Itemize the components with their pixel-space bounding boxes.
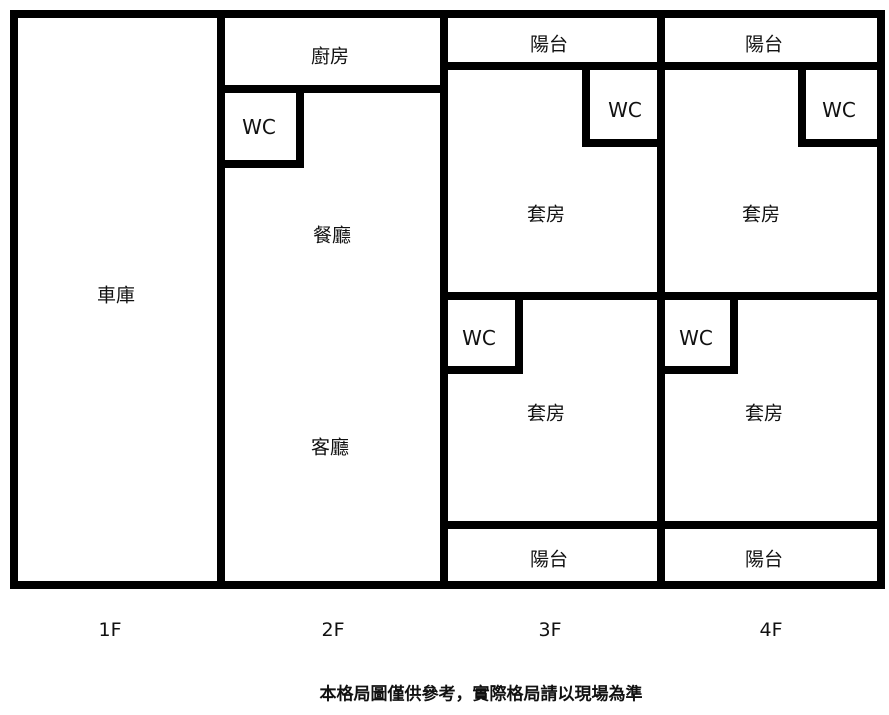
room-balcony-3f-bottom: 陽台 — [529, 548, 569, 571]
wall — [10, 10, 18, 589]
disclaimer-caption: 本格局圖僅供參考，實際格局請以現場為準 — [319, 684, 643, 705]
wall — [798, 139, 885, 147]
room-garage: 車庫 — [96, 284, 136, 307]
room-balcony-4f-bottom: 陽台 — [744, 548, 784, 571]
room-balcony-4f-top: 陽台 — [744, 33, 784, 56]
wall — [657, 366, 738, 374]
wall — [440, 292, 885, 300]
wall — [296, 85, 304, 168]
room-wc-3f-bottom: WC — [462, 326, 496, 350]
room-kitchen: 廚房 — [310, 45, 350, 68]
wall — [515, 292, 523, 374]
wall — [440, 62, 885, 70]
room-wc-4f-top: WC — [822, 98, 856, 122]
floor-label-3f: 3F — [538, 619, 562, 641]
room-living: 客廳 — [310, 436, 350, 459]
room-dining: 餐廳 — [312, 224, 352, 247]
wall — [217, 85, 448, 93]
wall — [730, 292, 738, 374]
floor-label-4f: 4F — [759, 619, 783, 641]
wall — [217, 160, 304, 168]
room-wc-2f: WC — [242, 115, 276, 139]
room-suite-4f-bottom: 套房 — [744, 402, 784, 425]
room-wc-4f-bottom: WC — [679, 326, 713, 350]
room-wc-3f-top: WC — [608, 98, 642, 122]
room-balcony-3f-top: 陽台 — [529, 33, 569, 56]
wall — [798, 62, 806, 147]
wall — [217, 10, 225, 589]
wall — [440, 521, 885, 529]
room-suite-3f-top: 套房 — [526, 203, 566, 226]
wall — [582, 139, 665, 147]
room-suite-3f-bottom: 套房 — [526, 402, 566, 425]
floor-label-2f: 2F — [321, 619, 345, 641]
floor-label-1f: 1F — [98, 619, 122, 641]
room-suite-4f-top: 套房 — [741, 203, 781, 226]
wall — [440, 366, 523, 374]
wall — [582, 62, 590, 147]
